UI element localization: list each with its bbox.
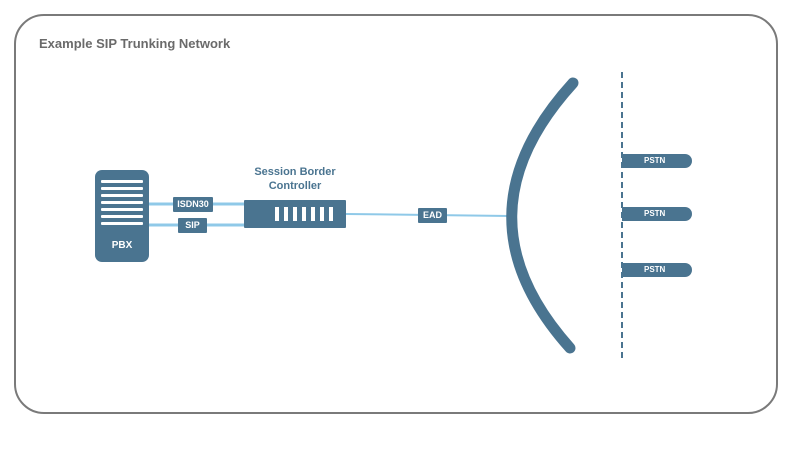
isdn30-tag: ISDN30 (173, 197, 213, 212)
sbc-port (275, 207, 279, 221)
pbx-slot (101, 187, 143, 190)
sbc-label-line1: Session Border (254, 166, 336, 178)
sbc-port (284, 207, 288, 221)
pbx-slot (101, 194, 143, 197)
ead-tag: EAD (418, 208, 447, 223)
pstn-connection: PSTN (622, 263, 692, 277)
pbx-slot (101, 201, 143, 204)
network-arc (506, 77, 579, 354)
pbx-label: PBX (111, 240, 133, 251)
pbx-slot (101, 180, 143, 183)
sip-tag: SIP (178, 218, 207, 233)
diagram-frame (14, 14, 778, 414)
pbx-slot (101, 222, 143, 225)
sbc-label: Session Border Controller (240, 165, 350, 193)
diagram-title: Example SIP Trunking Network (39, 36, 231, 51)
pbx-device: PBX (95, 170, 149, 262)
session-border-controller (244, 200, 346, 228)
sbc-port (302, 207, 306, 221)
sbc-port (311, 207, 315, 221)
pbx-slot (101, 208, 143, 211)
sbc-port (320, 207, 324, 221)
pstn-connection: PSTN (622, 207, 692, 221)
pbx-slot (101, 215, 143, 218)
sbc-port (293, 207, 297, 221)
sbc-label-line2: Controller (268, 180, 322, 192)
sbc-port (329, 207, 333, 221)
pstn-connection: PSTN (622, 154, 692, 168)
